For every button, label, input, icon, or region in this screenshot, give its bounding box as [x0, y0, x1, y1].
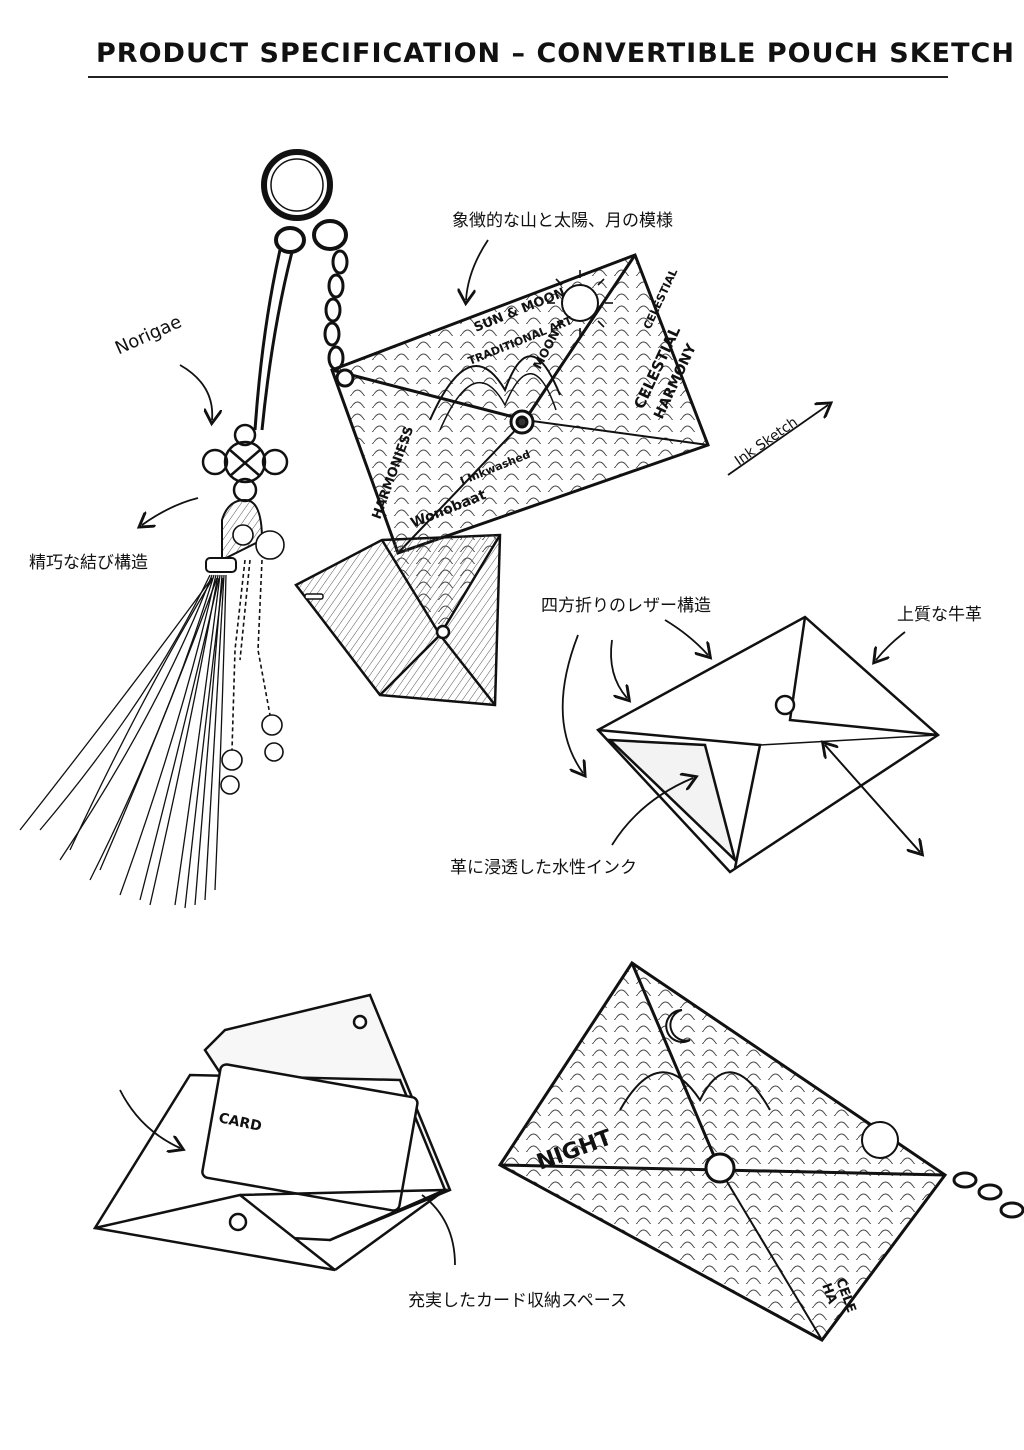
page-title: PRODUCT SPECIFICATION – CONVERTIBLE POUC…: [96, 38, 1015, 69]
norigae-keychain: [19, 149, 349, 909]
small-ring: [274, 226, 306, 254]
label-motif: 象徴的な山と太陽、月の模様: [452, 211, 673, 231]
arrow-fold-3: [664, 619, 708, 655]
snap-button-large: [704, 1152, 736, 1184]
annotation-arrows: [119, 239, 920, 1266]
tassel-strands: [19, 574, 227, 909]
snap-button-plain: [774, 694, 796, 716]
title-underline: [88, 76, 948, 78]
label-card-space: 充実したカード収納スペース: [408, 1291, 627, 1311]
knot: [201, 423, 289, 503]
pouch-text-ha: HA: [818, 1281, 839, 1306]
label-knot: 精巧な結び構造: [29, 553, 148, 573]
patterned-pouch-top: [330, 253, 710, 555]
chain: [323, 249, 349, 371]
patterned-pouch-bottom: [497, 960, 1024, 1342]
arrow-norigae: [179, 364, 212, 420]
arrow-knot: [142, 497, 199, 525]
arrow-fold-1: [561, 634, 583, 773]
plain-pouch-folded: [595, 615, 941, 874]
arrow-motif: [466, 239, 489, 300]
arrow-card-2: [421, 1194, 456, 1266]
bead-strings: [220, 524, 285, 795]
arrow-leather: [876, 631, 906, 660]
open-card-pouch: [92, 993, 452, 1272]
key-ring: [261, 149, 333, 221]
label-leather: 上質な牛革: [897, 605, 982, 625]
chain-bottom: [952, 1171, 1024, 1219]
arrow-ink-sketch: [727, 405, 828, 476]
snap-button-open: [228, 1212, 248, 1232]
arrow-card-1: [119, 1089, 180, 1148]
folded-pouch-small: [294, 533, 502, 707]
label-ink: 革に浸透した水性インク: [450, 858, 637, 878]
arrow-fold-2: [610, 639, 627, 698]
label-fold-structure: 四方折りのレザー構造: [541, 596, 711, 616]
arrow-ink: [611, 778, 693, 846]
